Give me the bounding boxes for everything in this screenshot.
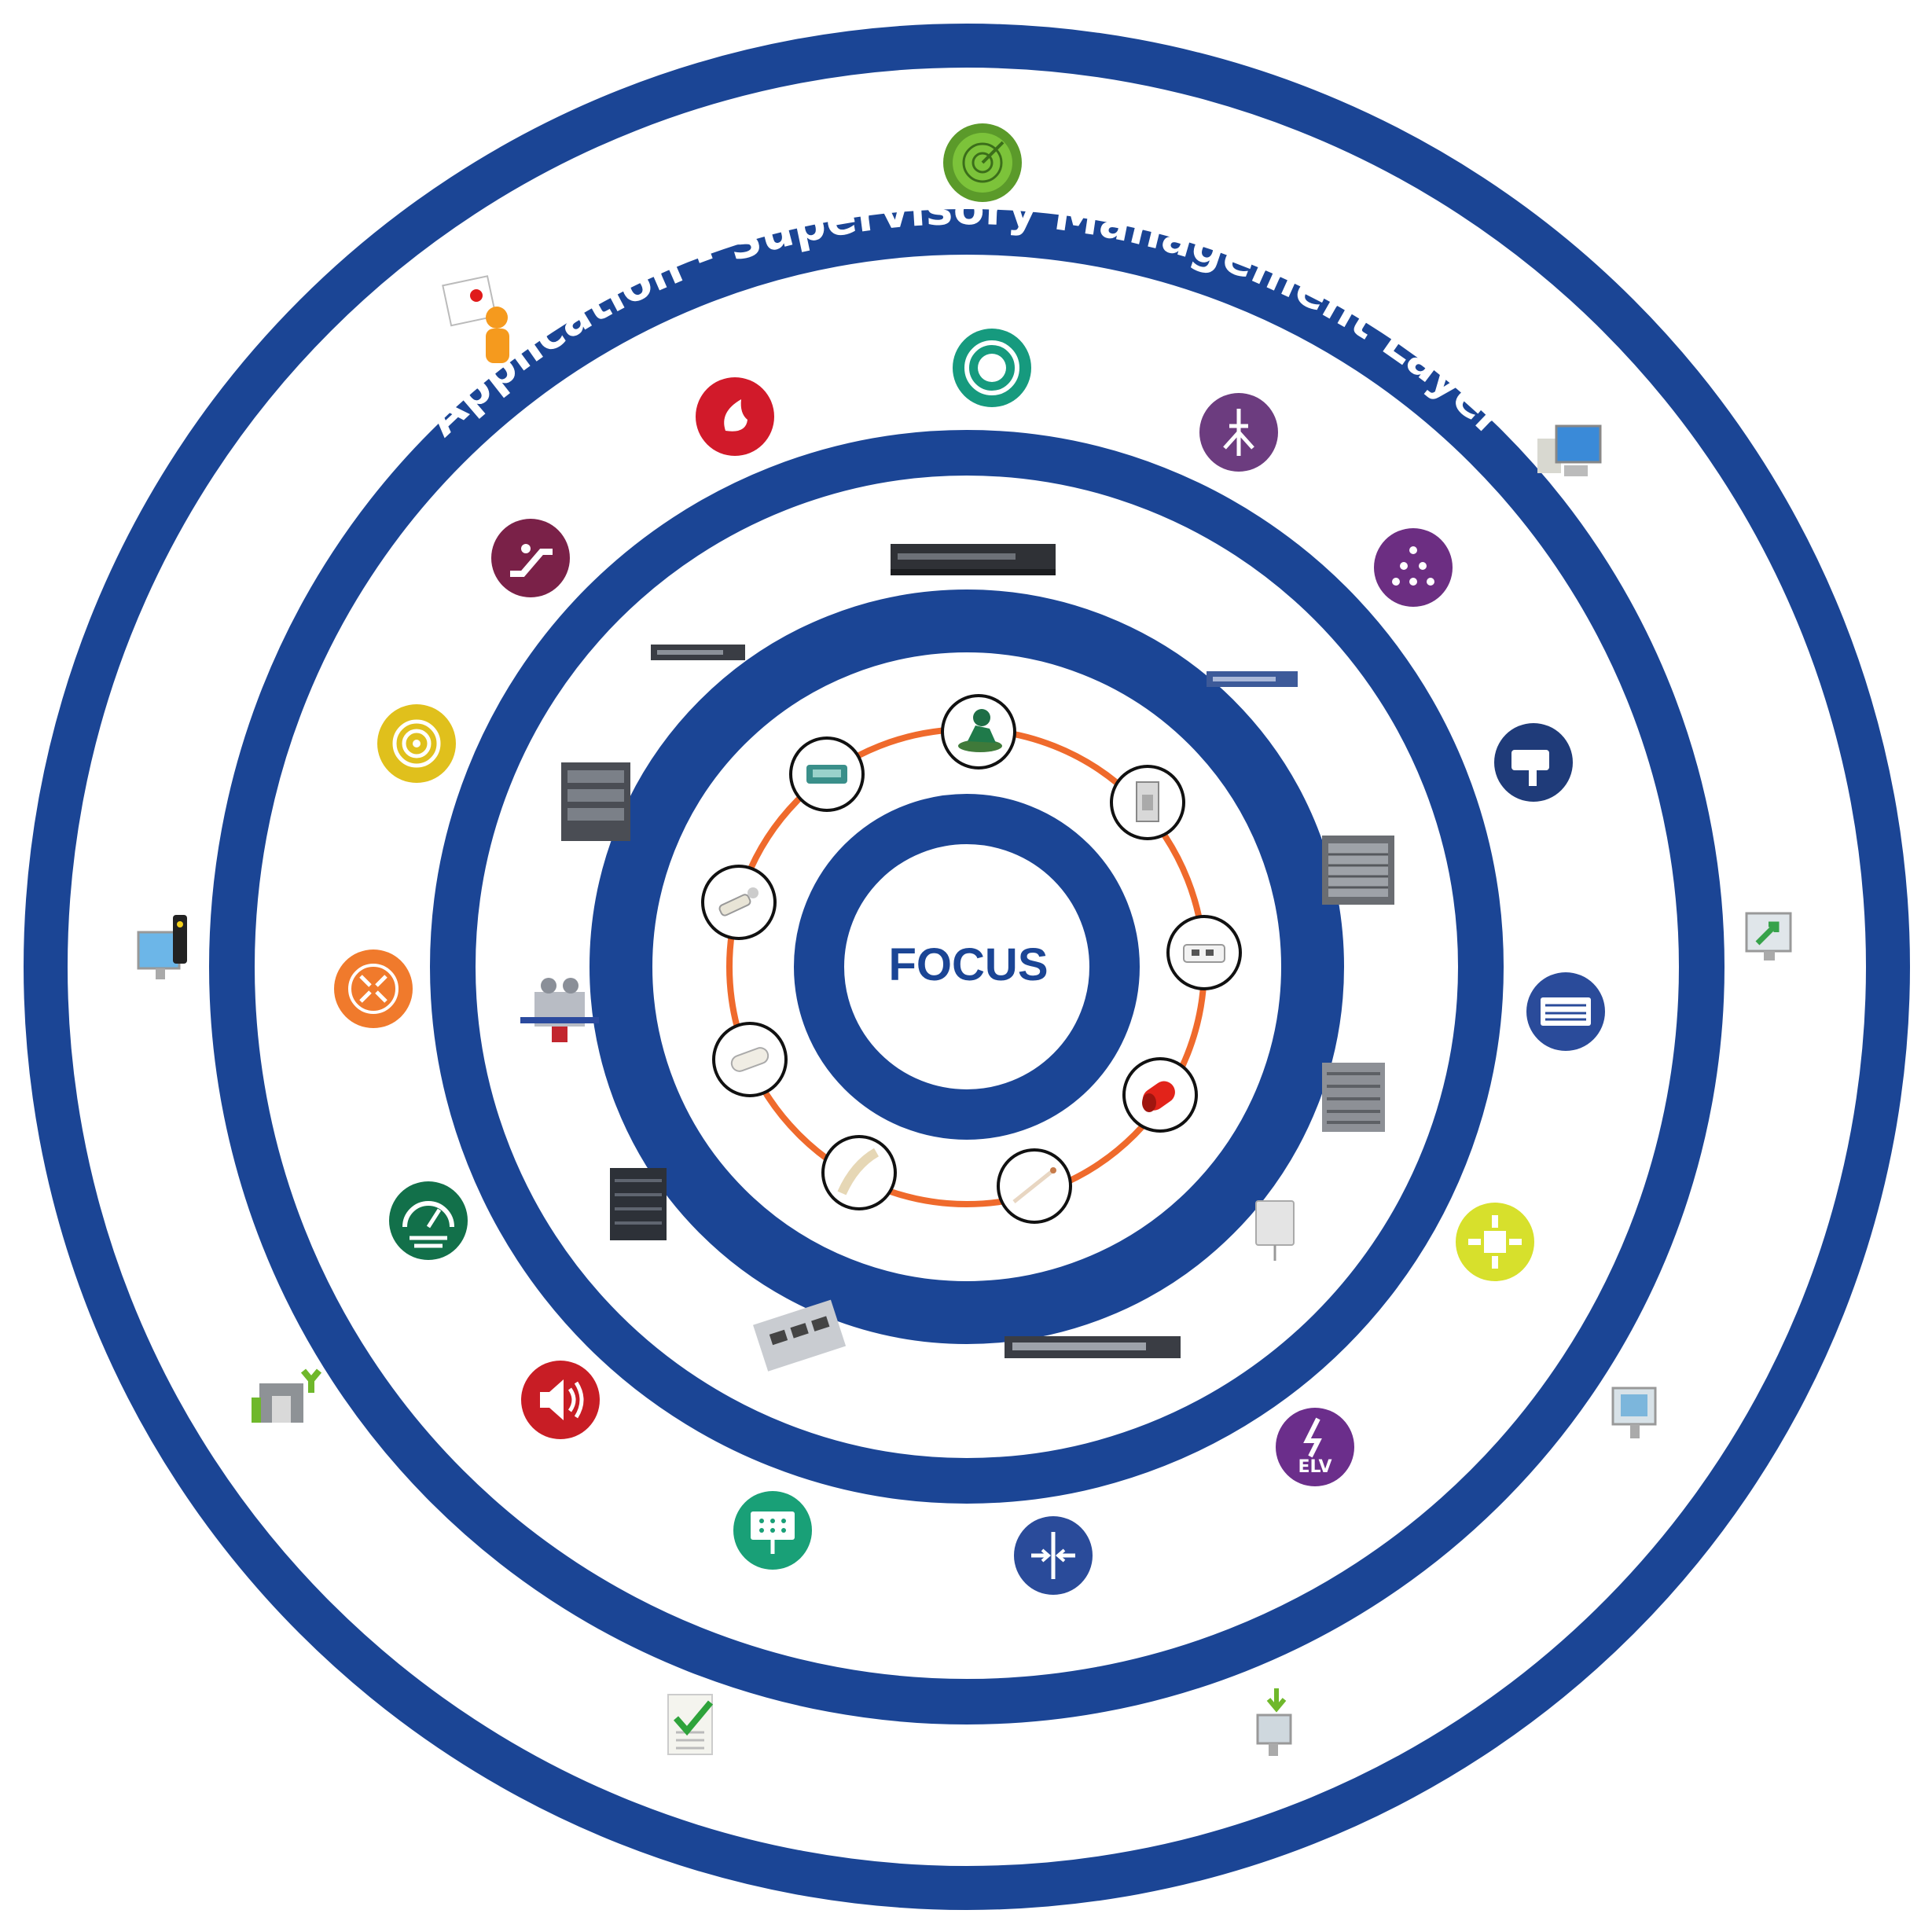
cable-bundle-icon xyxy=(712,1022,788,1097)
escalator-icon xyxy=(491,519,570,597)
radar-icon xyxy=(943,123,1022,202)
monitor-sync-icon xyxy=(1611,1387,1657,1438)
display-board-icon xyxy=(733,1491,812,1570)
passive-ring xyxy=(590,590,1344,1344)
fiber-conduit-icon xyxy=(1122,1057,1198,1133)
fiber-patch-cord-icon xyxy=(997,1148,1072,1224)
keyboard-icon xyxy=(1526,972,1605,1051)
gateway-icon xyxy=(252,1368,322,1423)
access-control-icon xyxy=(334,949,413,1028)
svg-text:ELV: ELV xyxy=(1298,1457,1331,1477)
switch-right-icon xyxy=(1207,671,1298,687)
gauge-icon xyxy=(389,1181,468,1260)
rfid-icon xyxy=(377,704,456,783)
switch-left-icon xyxy=(651,645,745,660)
focus-label: FOCUS xyxy=(889,939,1049,990)
application-items xyxy=(137,123,1792,1756)
patch-panel-icon xyxy=(1166,915,1242,990)
application-ring xyxy=(24,24,1910,1910)
camera-icon xyxy=(1494,723,1573,802)
remote-monitor-icon xyxy=(137,915,187,979)
media-converter-icon xyxy=(520,978,599,1042)
system-ring xyxy=(209,209,1724,1724)
chassis-left-icon xyxy=(561,762,630,841)
crosshair-icon xyxy=(1456,1203,1534,1281)
data-transfer-icon xyxy=(1745,912,1792,960)
active-ring xyxy=(430,430,1504,1504)
cctv-icon xyxy=(953,329,1031,407)
enclosure-icon xyxy=(789,736,865,812)
chassis-right-icon xyxy=(1322,836,1394,905)
computer-network-icon xyxy=(1537,424,1602,476)
active-items xyxy=(520,544,1394,1372)
checklist-icon xyxy=(667,1694,714,1755)
passive-items xyxy=(701,694,1242,1224)
download-monitor-icon xyxy=(1256,1688,1292,1756)
chassis-bottom-left-icon xyxy=(610,1168,667,1240)
rings xyxy=(24,24,1910,1910)
gate-icon xyxy=(1014,1516,1093,1595)
rugged-switch-icon xyxy=(753,1299,847,1372)
switch-top-icon xyxy=(891,544,1056,575)
system-items: ELV xyxy=(334,329,1605,1595)
chassis-small-right-icon xyxy=(1322,1063,1385,1132)
tower-icon xyxy=(1199,393,1278,472)
network-icon xyxy=(1374,528,1453,607)
focus-ring xyxy=(794,794,1140,1140)
speaker-icon xyxy=(521,1361,600,1439)
presenter-icon xyxy=(442,275,509,363)
elv-icon: ELV xyxy=(1276,1408,1354,1486)
connector-plug-icon xyxy=(701,865,777,940)
wall-plate-icon xyxy=(1110,765,1185,840)
fire-icon xyxy=(696,377,774,456)
switch-bottom-icon xyxy=(1005,1336,1181,1358)
keystone-jack-icon xyxy=(821,1135,897,1210)
technician-icon xyxy=(941,694,1016,769)
access-point-icon xyxy=(1255,1200,1295,1261)
